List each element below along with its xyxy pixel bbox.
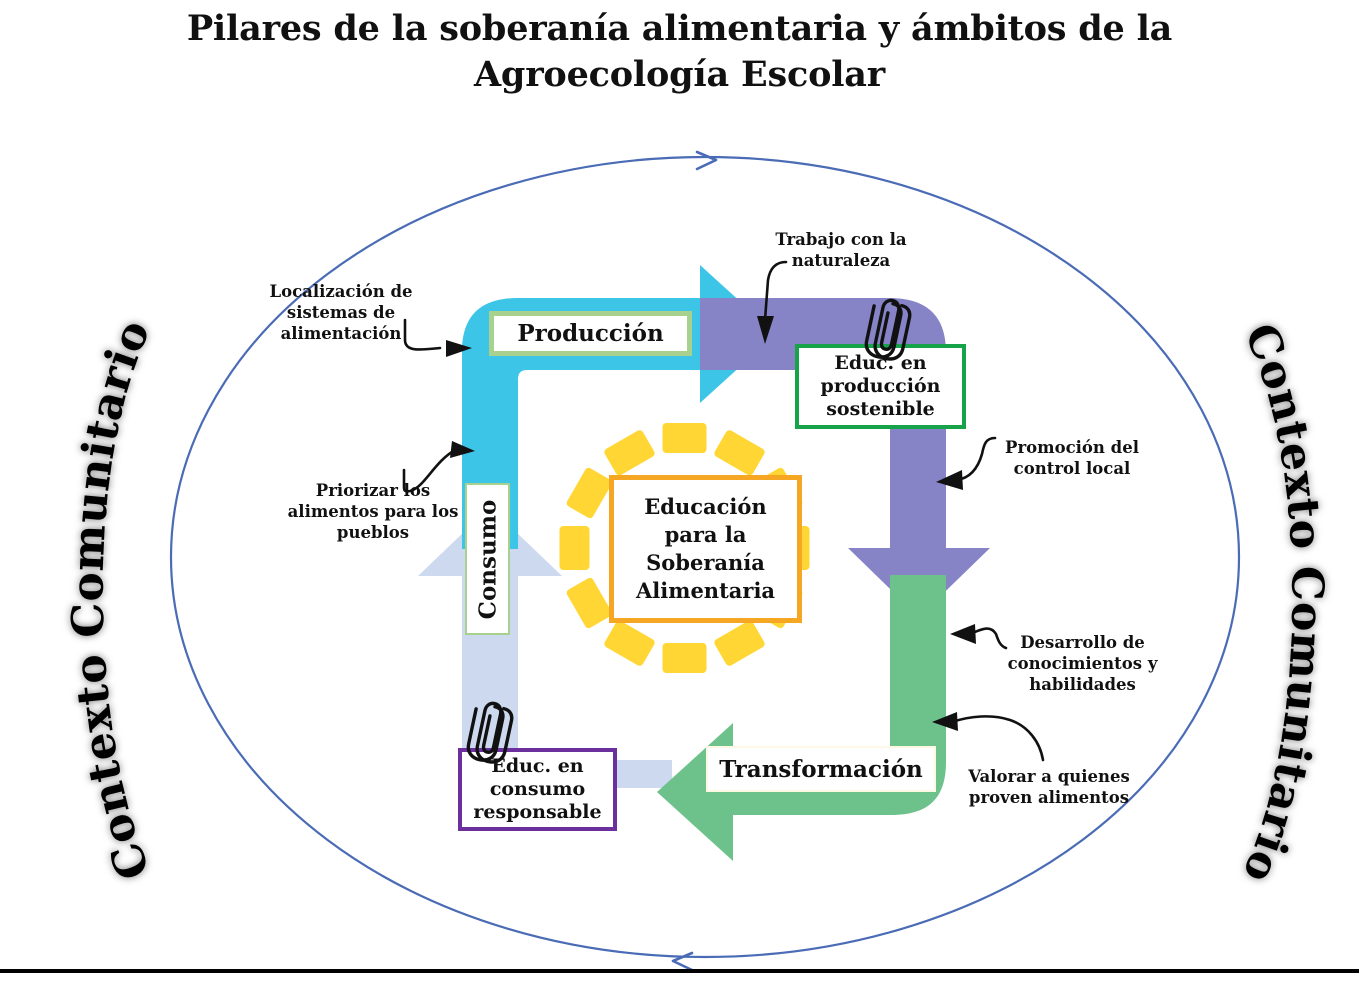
sun-ray [559,526,590,570]
center-line-3: Soberanía [646,550,765,575]
sun-ray [662,423,707,453]
cycle-node-produccion[interactable]: Producción [489,311,692,356]
callout-arrowhead-desarrollo [950,624,976,644]
callout-line-valorar [950,715,1045,762]
center-line-2: para la [664,522,747,547]
center-line-1: Educación [644,494,767,519]
sun-ray [714,620,765,666]
sun-ray [566,577,612,629]
paperclip-icon [864,298,912,361]
sun-ray [714,430,765,476]
sun-ray [604,430,655,476]
center-line-4: Alimentaria [635,578,776,603]
educ-prod-line-2: producción [820,375,941,397]
sun-ray [566,467,612,519]
cycle-node-produccion-label: Producción [517,320,664,347]
page-title-line-2: Agroecología Escolar [473,54,886,95]
educ-cons-line-1: Educ. en [491,755,584,777]
educ-prod-line-1: Educ. en [834,352,927,374]
cycle-node-transformacion[interactable]: Transformación [706,746,936,792]
callout-arrowhead-promocion [936,470,963,490]
educ-cons-line-3: responsable [473,801,602,823]
cycle-node-educ-consumo-responsable[interactable]: Educ. en consumo responsable [458,748,617,831]
callout-line-priorizar [402,448,457,493]
ellipse-arrow-top-icon [695,150,718,171]
callout-line-trabajo [763,260,788,322]
callout-valorar-proveedores: Valorar a quienes proven alimentos [968,767,1130,807]
callout-localizacion: Localización de sistemas de alimentación [269,282,413,343]
center-box-educacion-soberania: Educación para la Soberanía Alimentaria [609,475,802,623]
callout-arrowhead-priorizar [450,441,475,458]
page-title: Pilares de la soberanía alimentaria y ám… [0,6,1359,98]
callout-promocion-control-local: Promoción del control local [1005,438,1139,478]
callout-line-localizacion [403,318,442,351]
context-ellipse [169,155,1241,959]
callout-priorizar: Priorizar los alimentos para los pueblos [287,481,459,542]
callout-line-promocion [955,436,997,482]
cycle-node-consumo[interactable]: Consumo [465,483,510,635]
sun-ray [662,643,707,673]
callout-arrowhead-valorar [932,712,958,731]
educ-prod-line-3: sostenible [826,398,935,420]
paperclip-icon [466,701,514,764]
bottom-divider [0,969,1359,973]
educ-cons-line-2: consumo [489,778,586,800]
callout-arrowhead-localizacion [446,340,472,357]
callout-line-desarrollo [968,627,1008,650]
page-title-line-1: Pilares de la soberanía alimentaria y ám… [186,8,1173,49]
callout-arrowhead-trabajo [757,316,774,344]
sun-ray [604,620,655,666]
callout-trabajo-naturaleza: Trabajo con la naturaleza [775,230,907,270]
callout-desarrollo-conocimientos: Desarrollo de conocimientos y habilidade… [1007,633,1158,694]
cycle-node-transformacion-label: Transformación [719,755,923,783]
ellipse-arrow-bottom-icon [671,951,694,972]
